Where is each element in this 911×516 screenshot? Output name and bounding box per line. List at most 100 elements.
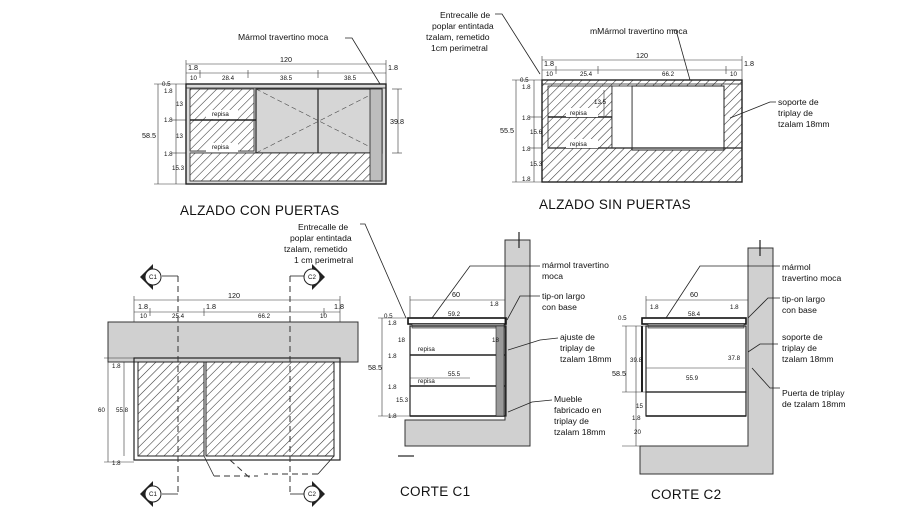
plan-groove-note-1: Entrecalle de [298, 222, 348, 232]
dim2-seg-4: 10 [730, 71, 737, 78]
c2-note-marble-2: travertino moca [782, 273, 841, 283]
c2-note-tipon-1: tip-on largo [782, 294, 825, 304]
c1-dim-2: 59.2 [448, 311, 461, 318]
groove-note-3: tzalam, remetido [426, 32, 490, 42]
c2-note-door-1: Puerta de triplay [782, 388, 845, 398]
label-repisa-2: repisa [212, 144, 229, 151]
title-corte-c1: CORTE C1 [400, 484, 470, 499]
c2-note-tipon-2: con base [782, 305, 817, 315]
c1-dim-11: 1.8 [388, 413, 397, 420]
section-marker-c2-bottom [303, 481, 325, 507]
c2-dim-11: 20 [634, 429, 641, 436]
dim-top-left: 1.8 [188, 63, 198, 72]
plan-dim-seg-4: 10 [320, 313, 327, 320]
c1-dim-9: 1.8 [388, 384, 397, 391]
c1-label-repisa-1: repisa [418, 346, 435, 353]
dim2-seg-3: 66.2 [662, 71, 675, 78]
dim-left-3: 13 [176, 101, 183, 108]
dim2-seg-2: 25.4 [580, 71, 593, 78]
plan-dim-left-2: 60 [98, 407, 105, 414]
dim2-total-h: 55.5 [500, 126, 514, 135]
c1-note-adjust-3: tzalam 18mm [560, 354, 612, 364]
dim2-left-1: 0.5 [520, 77, 529, 84]
c1-note-tipon-1: tip-on largo [542, 291, 585, 301]
elevation-with-doors [154, 37, 402, 185]
dim2-top-right: 1.8 [744, 59, 754, 68]
dim-seg-3: 38.5 [280, 75, 293, 82]
c2-dim-2: 58.4 [688, 311, 701, 318]
dim2-top-total: 120 [636, 51, 648, 60]
title-alzado-con-puertas: ALZADO CON PUERTAS [180, 203, 339, 218]
dim-left-5: 13 [176, 133, 183, 140]
dim-seg-4: 38.5 [344, 75, 357, 82]
plan-dim-top-total: 120 [228, 291, 240, 300]
dim-top-right: 1.8 [388, 63, 398, 72]
plan-dim-left-4: 1.8 [112, 460, 121, 467]
dim2-top-left: 1.8 [544, 59, 554, 68]
c1-note-tipon-2: con base [542, 302, 577, 312]
c2-dim-5: 39.8 [630, 357, 643, 364]
note-mmarmol: mMármol travertino moca [590, 26, 688, 36]
marker-c2-top-label: C2 [308, 274, 316, 281]
dim2-left-2: 1.8 [522, 84, 531, 91]
plan-dim-top-mid: 1.8 [206, 302, 216, 311]
c1-note-adjust-1: ajuste de [560, 332, 595, 342]
c1-note-adjust-2: triplay de [560, 343, 595, 353]
c1-dim-60: 60 [452, 290, 460, 299]
dim-top-total: 120 [280, 55, 292, 64]
c1-dim-10: 15.3 [396, 397, 409, 404]
c1-note-mueble-3: triplay de [554, 416, 589, 426]
marker-c1-bottom-label: C1 [149, 491, 157, 498]
marker-c1-top-label: C1 [149, 274, 157, 281]
c1-dim-3: 0.5 [384, 313, 393, 320]
c1-dim-total: 58.5 [368, 363, 382, 372]
c2-dim-3: 1.8 [730, 304, 739, 311]
dim2-left-5: 1.8 [522, 146, 531, 153]
label2-repisa-2: repisa [570, 141, 587, 148]
dim-left-2: 1.8 [164, 88, 173, 95]
c2-dim-1: 1.8 [650, 304, 659, 311]
plan-dim-seg-1: 10 [140, 313, 147, 320]
dim2-seg-1: 10 [546, 71, 553, 78]
plan-view [104, 264, 359, 507]
groove-note-4: 1cm perimetral [431, 43, 488, 53]
c2-dim-9: 15 [636, 403, 643, 410]
elevation-without-doors [495, 13, 776, 183]
c2-note-support-2: triplay de [782, 343, 817, 353]
c1-dim-7: 1.8 [388, 353, 397, 360]
section-marker-c2-top [303, 264, 325, 290]
dim2-inner: 13.5 [594, 99, 607, 106]
dim-left-1: 0.5 [162, 81, 171, 88]
plan-dim-top-right: 1.8 [334, 302, 344, 311]
label2-repisa-1: repisa [570, 110, 587, 117]
groove-note-1: Entrecalle de [440, 10, 490, 20]
label-repisa-1: repisa [212, 111, 229, 118]
c2-dim-6: 37.8 [728, 355, 741, 362]
c1-dim-4: 1.8 [388, 320, 397, 327]
dim-total-h: 58.5 [142, 131, 156, 140]
plan-groove-note-2: poplar entintada [290, 233, 352, 243]
plan-groove-note-4: 1 cm perimetral [294, 255, 353, 265]
plan-groove-note-3: tzalam, remetido [284, 244, 348, 254]
c2-dim-60: 60 [690, 290, 698, 299]
c2-note-support-1: soporte de [782, 332, 823, 342]
c1-dim-8: 55.5 [448, 371, 461, 378]
title-alzado-sin-puertas: ALZADO SIN PUERTAS [539, 197, 691, 212]
c1-dim-6: 18 [492, 337, 499, 344]
dim-seg-1: 10 [190, 75, 197, 82]
c2-dim-10: 1.8 [632, 415, 641, 422]
support-note-1: soporte de [778, 97, 819, 107]
c2-dim-8: 58.5 [612, 369, 626, 378]
dim2-left-6: 15.3 [530, 161, 543, 168]
dim-seg-2: 28.4 [222, 75, 235, 82]
section-c2 [622, 240, 780, 475]
support-note-3: tzalam 18mm [778, 119, 830, 129]
c1-note-mueble-2: fabricado en [554, 405, 602, 415]
support-note-2: triplay de [778, 108, 813, 118]
plan-dim-left-3: 55.8 [116, 407, 129, 414]
c1-label-repisa-2: repisa [418, 378, 435, 385]
plan-dim-seg-3: 66.2 [258, 313, 271, 320]
groove-note-2: poplar entintada [432, 21, 494, 31]
